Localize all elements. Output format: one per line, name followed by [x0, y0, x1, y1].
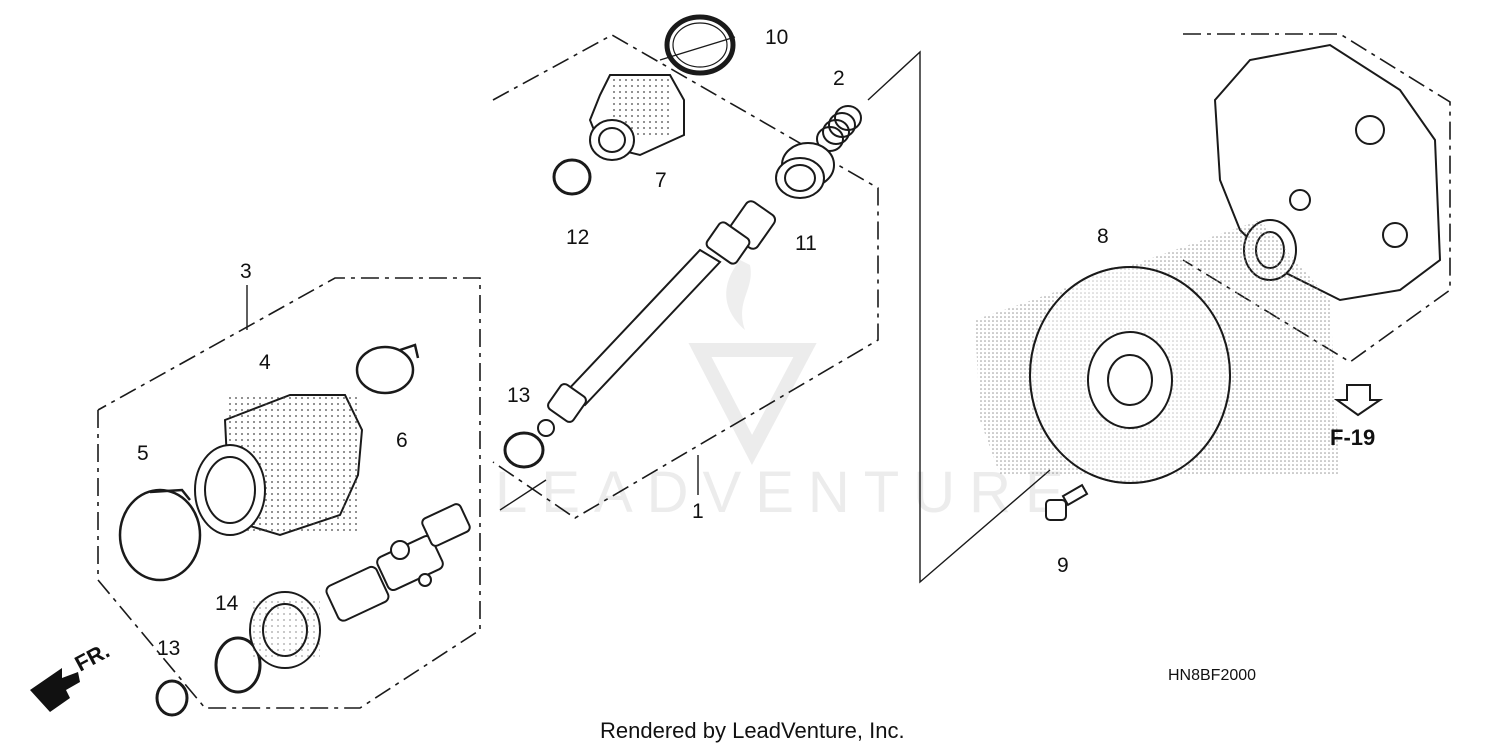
part-6-clamp	[355, 343, 420, 395]
callout-12: 12	[566, 226, 589, 249]
callouts: 10 2 7 12 11 3 4 6 5 13 1 8 9 14 13	[137, 26, 1109, 660]
callout-2: 2	[833, 67, 845, 90]
callout-1: 1	[692, 500, 704, 523]
front-direction-arrow-icon	[30, 668, 80, 712]
cross-reference-label: F-19	[1330, 425, 1375, 450]
joint-assembly-box	[97, 277, 481, 709]
hub-assembly-box	[1182, 33, 1451, 363]
callout-3: 3	[240, 260, 252, 283]
part-14-snap-ring	[214, 636, 262, 694]
part-5-clamp	[118, 488, 202, 582]
callout-11: 11	[795, 232, 817, 255]
shaft-assembly-box	[492, 34, 879, 519]
oil-seal	[249, 591, 321, 669]
callout-9: 9	[1057, 554, 1069, 577]
part-13-ring-lower	[155, 679, 189, 717]
callout-10: 10	[765, 26, 788, 49]
rendered-by-footer: Rendered by LeadVenture, Inc.	[600, 718, 905, 743]
callout-13-upper: 13	[507, 384, 530, 407]
assembly-boundaries	[97, 33, 1451, 709]
watermark-text: LEADVENTURE	[495, 460, 1078, 525]
reference-down-arrow-icon	[1333, 384, 1384, 417]
callout-8: 8	[1097, 225, 1109, 248]
callout-7: 7	[655, 169, 667, 192]
watermark: LEADVENTURE	[495, 260, 1078, 525]
callout-4: 4	[259, 351, 271, 374]
part-1-shaft	[537, 200, 777, 437]
part-8-brake-disc	[1029, 266, 1231, 484]
part-2-spring	[816, 105, 862, 152]
part-7-boot	[588, 74, 685, 161]
callout-13-lower: 13	[157, 637, 180, 660]
part-13-ring-upper	[503, 431, 545, 469]
part-9-bolt	[1045, 483, 1089, 521]
part-11-bushing	[775, 142, 835, 199]
part-10-o-ring	[664, 14, 736, 76]
front-label: FR.	[71, 638, 114, 677]
leader-lines	[246, 36, 1051, 584]
callout-5: 5	[137, 442, 149, 465]
diagram-code: HN8BF2000	[1168, 667, 1256, 684]
callout-6: 6	[396, 429, 408, 452]
universal-joint	[325, 503, 471, 622]
callout-14: 14	[215, 592, 239, 615]
part-12-ring	[552, 158, 592, 196]
part-4-boot	[194, 394, 364, 537]
watermark-logo-icon	[688, 260, 817, 466]
